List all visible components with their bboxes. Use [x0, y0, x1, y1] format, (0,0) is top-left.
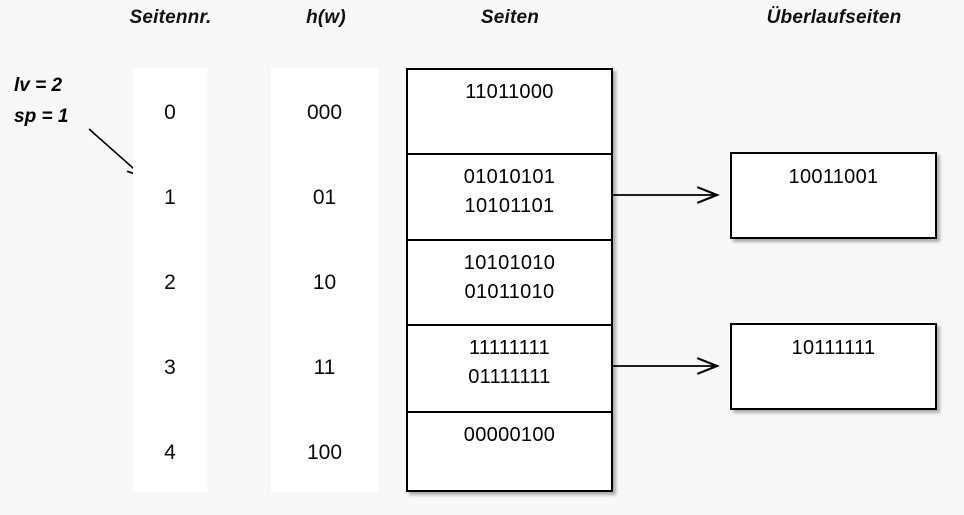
overflow-page: 10111111: [730, 323, 937, 410]
page-cell: 10101010 01011010: [408, 241, 611, 326]
overflow-connector-arrow-icon: [612, 184, 733, 208]
page-record: 10101010: [463, 252, 556, 274]
seitennr-cell: 4: [164, 441, 176, 464]
page-cell: 01010101 10101101: [408, 155, 611, 241]
pages-container: 11011000 01010101 10101101 10101010 0101…: [406, 68, 613, 492]
column-header-seitennr: Seitennr.: [129, 7, 212, 28]
page-record: 01011010: [464, 281, 555, 303]
page-record: 10101101: [464, 195, 555, 217]
parameter-lv: lv = 2: [14, 75, 63, 96]
page-record: 11011000: [465, 81, 554, 103]
seitennr-cell: 2: [164, 271, 176, 294]
page-cell: 00000100: [408, 413, 611, 490]
column-header-hw: h(w): [306, 7, 346, 28]
seitennr-cell: 3: [164, 356, 176, 379]
page-record: 01010101: [463, 166, 556, 188]
parameter-annotations: lv = 2 sp = 1: [14, 70, 68, 132]
page-record: 00000100: [463, 424, 556, 446]
column-header-seiten: Seiten: [480, 7, 540, 28]
seitennr-cell: 0: [164, 101, 176, 124]
page-cell: 11011000: [408, 70, 611, 155]
overflow-connector-arrow-icon: [612, 355, 733, 379]
page-cell: 11111111 01111111: [408, 326, 611, 413]
overflow-record: 10111111: [791, 337, 876, 359]
overflow-record: 10011001: [788, 166, 879, 188]
hw-cell: 11: [313, 356, 336, 379]
seitennr-column-strip: [133, 68, 207, 492]
seitennr-cell: 1: [164, 186, 176, 209]
overflow-page: 10011001: [730, 152, 937, 239]
page-record: 11111111: [469, 337, 550, 359]
hw-cell: 000: [306, 101, 343, 124]
hw-cell: 10: [312, 271, 337, 294]
parameter-sp: sp = 1: [14, 106, 69, 127]
hw-cell: 100: [306, 441, 343, 464]
column-header-ueberlaufseiten: Überlaufseiten: [766, 7, 902, 28]
hw-cell: 01: [312, 186, 337, 209]
hw-column-strip: [271, 68, 378, 492]
page-record: 01111111: [468, 366, 551, 388]
